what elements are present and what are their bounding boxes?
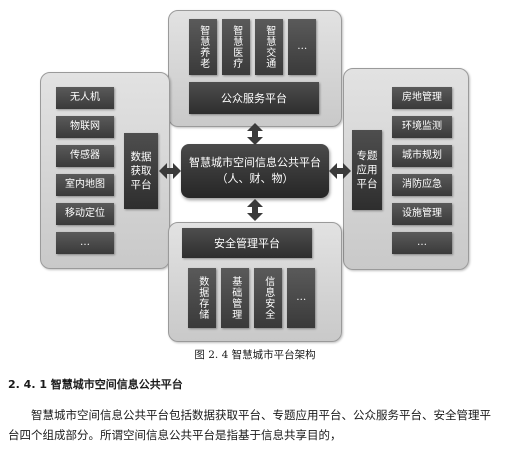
hub-title: 智慧城市空间信息公共平台	[189, 155, 321, 169]
figure-caption: 图 2. 4 智慧城市平台架构	[194, 349, 316, 361]
hub-subtitle: （人、财、物）	[216, 172, 294, 185]
section-heading: 2. 4. 1 智慧城市空间信息公共平台	[8, 378, 183, 391]
left-item-6: …	[56, 232, 114, 254]
data-acquisition-box: 数据 获取 平台	[124, 133, 158, 209]
right-item-3: 城市规划	[392, 145, 452, 167]
top-item-2: 智慧医疗	[222, 19, 250, 75]
bottom-item-4: …	[287, 268, 315, 328]
bottom-item-3: 信息安全	[254, 268, 282, 328]
right-item-1: 房地管理	[392, 87, 452, 109]
right-item-2: 环境监测	[392, 116, 452, 138]
left-item-1: 无人机	[56, 87, 114, 109]
bottom-item-1: 数据存储	[188, 268, 216, 328]
central-hub: 智慧城市空间信息公共平台 （人、财、物）	[181, 144, 329, 198]
arrow-bottom	[247, 199, 263, 221]
bottom-item-2: 基础管理	[221, 268, 249, 328]
top-item-1: 智慧养老	[189, 19, 217, 75]
platform-architecture-diagram: 智慧养老 智慧医疗 智慧交通 … 公众服务平台 无人机 物联网 传感器 室内地图…	[40, 10, 469, 342]
left-item-4: 室内地图	[56, 174, 114, 196]
security-management-bar: 安全管理平台	[182, 228, 312, 258]
left-item-5: 移动定位	[56, 203, 114, 225]
right-item-6: …	[392, 232, 452, 254]
arrow-right	[329, 163, 351, 179]
public-service-bar: 公众服务平台	[189, 82, 319, 114]
arrow-left	[159, 163, 181, 179]
top-item-3: 智慧交通	[255, 19, 283, 75]
body-paragraph: 智慧城市空间信息公共平台包括数据获取平台、专题应用平台、公众服务平台、安全管理平…	[8, 408, 491, 442]
left-item-2: 物联网	[56, 116, 114, 138]
top-item-4: …	[288, 19, 316, 75]
right-item-4: 消防应急	[392, 174, 452, 196]
right-item-5: 设施管理	[392, 203, 452, 225]
arrow-top	[247, 123, 263, 145]
special-application-box: 专题 应用 平台	[352, 130, 382, 210]
left-item-3: 传感器	[56, 145, 114, 167]
